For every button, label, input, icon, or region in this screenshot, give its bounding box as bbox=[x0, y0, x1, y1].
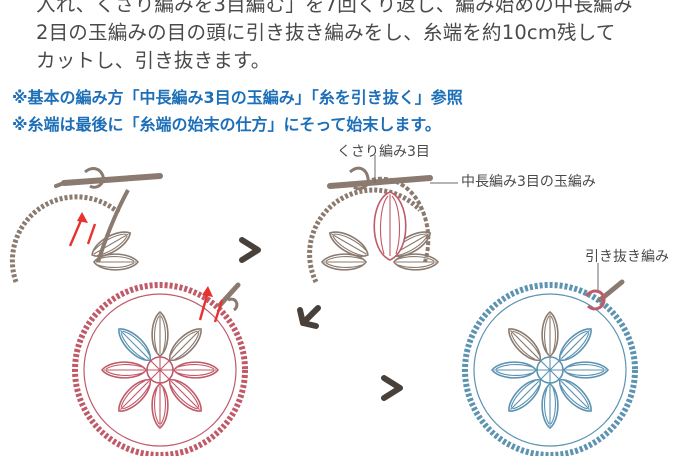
finishing-note: ※糸端は最後に「糸端の始末の仕方」にそって始末します。 bbox=[12, 115, 441, 134]
step-3-illustration bbox=[72, 282, 248, 456]
arrow-down-left-icon bbox=[297, 305, 321, 329]
puff-stitch-label: 中長編み3目の玉編み bbox=[461, 174, 596, 190]
step-2-illustration bbox=[307, 155, 458, 284]
arrow-right-icon bbox=[381, 375, 403, 401]
slip-stitch-label: 引き抜き編み bbox=[585, 249, 669, 265]
step-4-illustration bbox=[462, 263, 638, 456]
instruction-line-2: 2目の玉編みの目の頭に引き抜き編みをし、糸端を約10cm残して bbox=[36, 21, 616, 44]
instruction-line-1: 入れ、くさり編みを3目編む」を7回くり返し、編み始めの中長編み bbox=[36, 0, 633, 16]
reference-note: ※基本の編み方「中長編み3目の玉編み」「糸を引き抜く」参照 bbox=[12, 88, 463, 107]
chain-3-label: くさり編み3目 bbox=[337, 144, 430, 160]
step-1-illustration bbox=[9, 167, 163, 283]
arrow-right-icon bbox=[239, 237, 261, 263]
instruction-line-3: カットし、引き抜きます。 bbox=[36, 49, 271, 72]
